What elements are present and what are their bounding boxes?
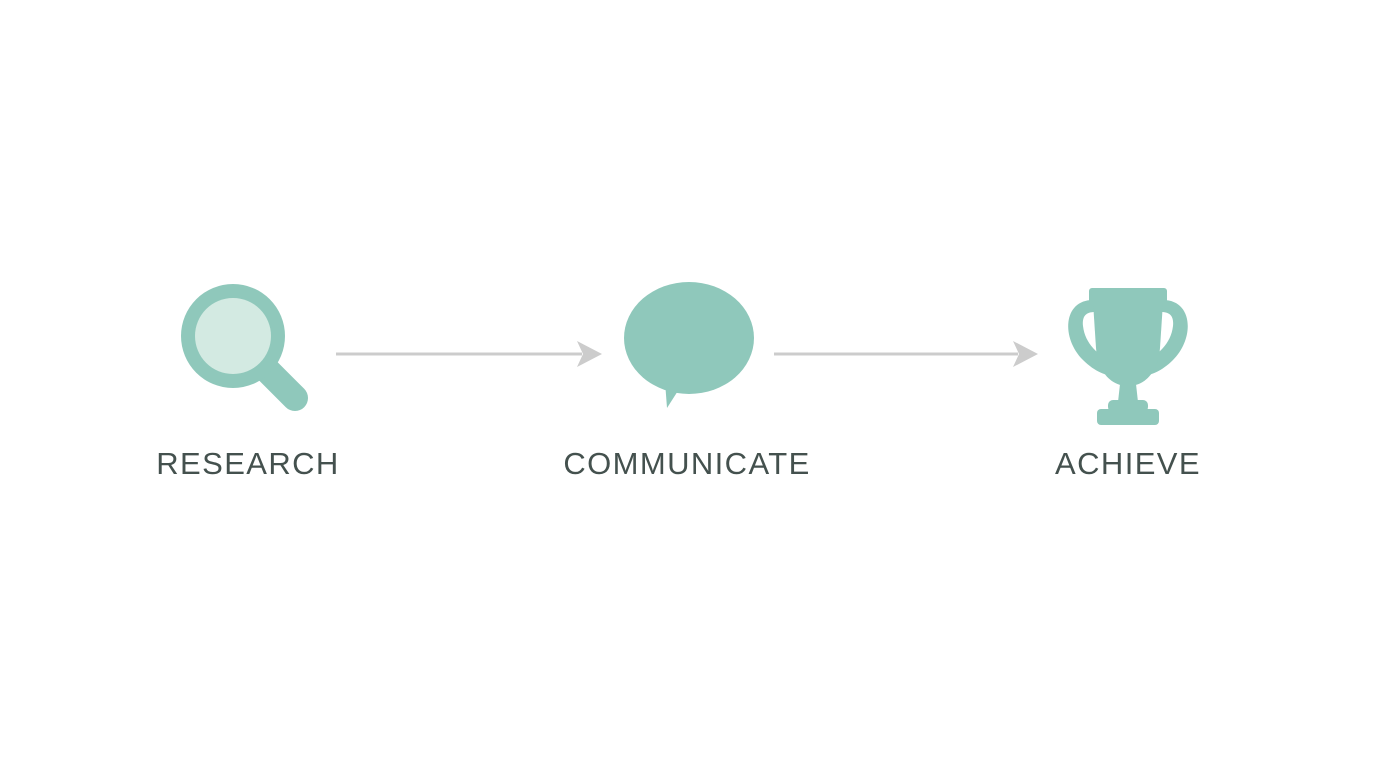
arrow-right-icon	[774, 341, 1038, 367]
connector-arrow-2	[772, 330, 1040, 378]
step-label-research: RESEARCH	[156, 446, 340, 481]
process-step-communicate: COMMUNICATE	[557, 276, 817, 479]
step-label-communicate: COMMUNICATE	[563, 446, 811, 481]
process-step-research: RESEARCH	[118, 276, 378, 479]
connector-arrow-1	[334, 330, 604, 378]
trophy-icon	[1053, 276, 1203, 426]
process-step-achieve: ACHIEVE	[998, 276, 1258, 479]
speech-bubble-icon	[612, 276, 762, 426]
step-label-achieve: ACHIEVE	[1055, 446, 1201, 481]
magnifying-glass-icon	[173, 276, 323, 426]
arrow-right-icon	[336, 341, 602, 367]
